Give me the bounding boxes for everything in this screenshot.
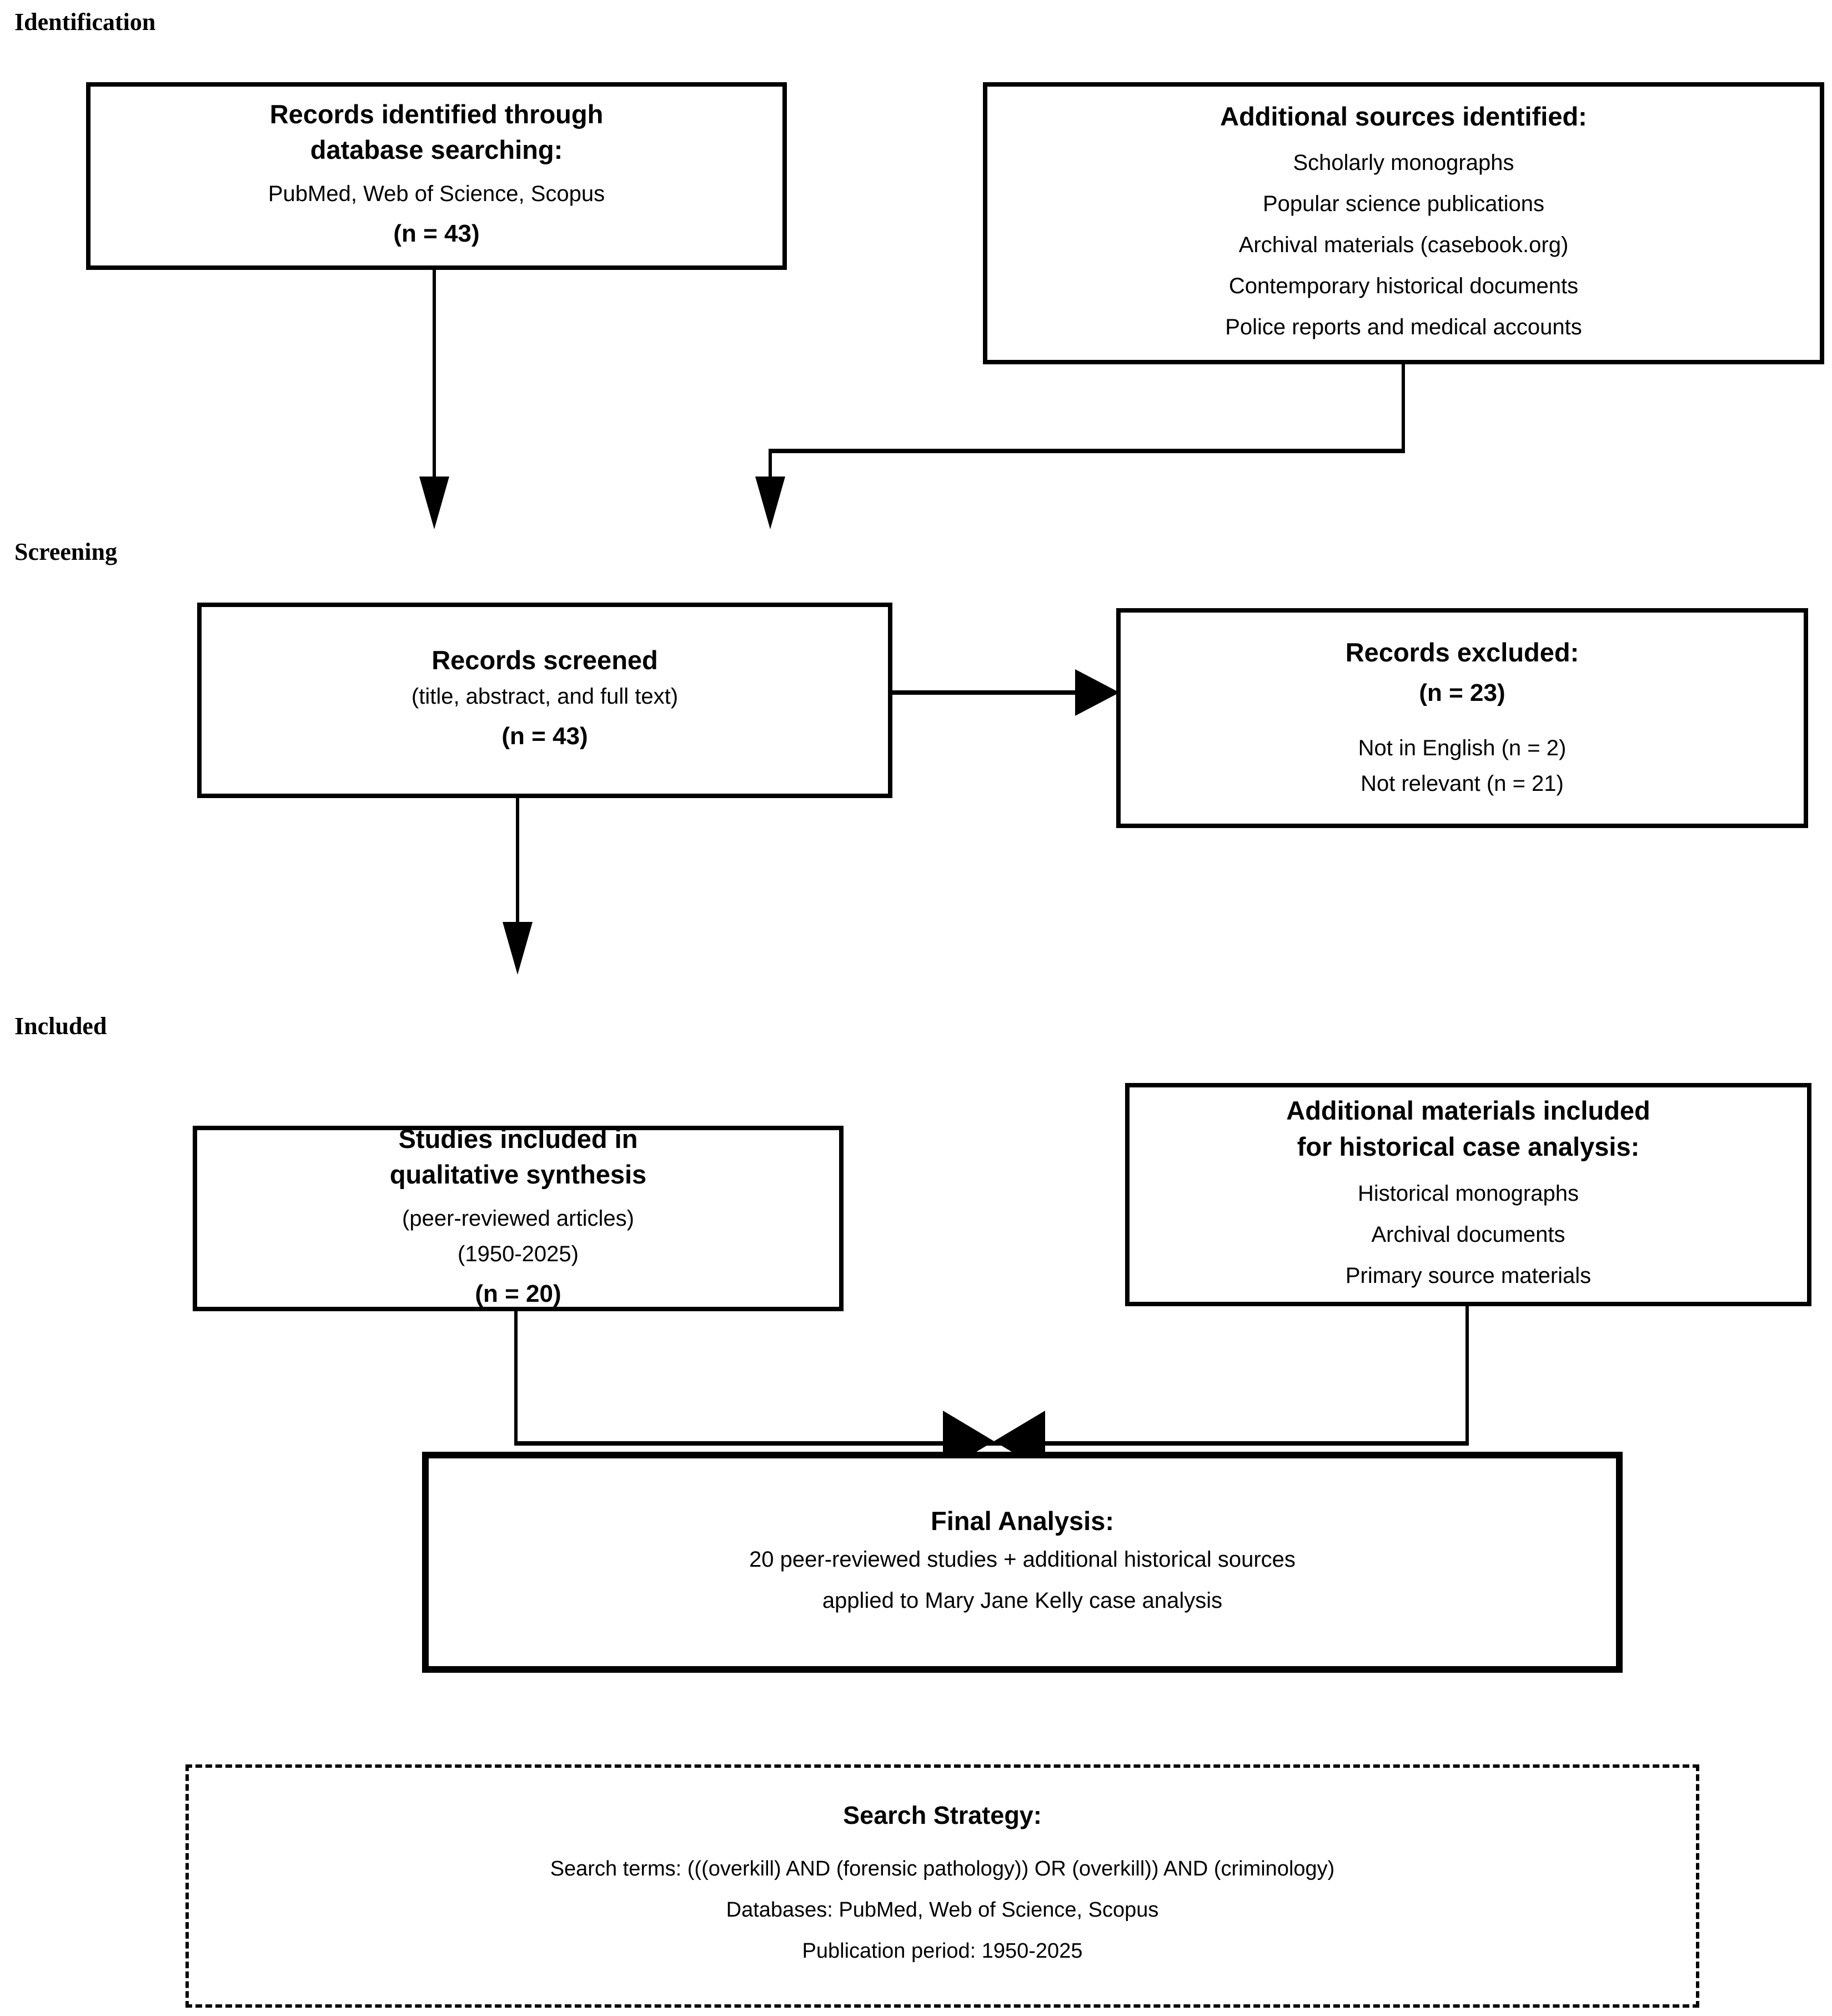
box-body-line: applied to Mary Jane Kelly case analysis [822, 1588, 1223, 1613]
box-title: database searching: [310, 135, 563, 165]
count-badge: (n = 23) [1419, 679, 1505, 706]
box-additional-materials: Additional materials included for histor… [1125, 1083, 1811, 1306]
connector-sources-descent [769, 452, 772, 481]
box-title: Records screened [431, 645, 658, 675]
box-title: for historical case analysis: [1297, 1132, 1640, 1161]
connector-identified-to-screened [433, 270, 436, 481]
box-records-excluded: Records excluded: (n = 23) Not in Englis… [1116, 608, 1808, 828]
list-item: Police reports and medical accounts [1225, 315, 1582, 340]
arrow-right-icon [1075, 669, 1120, 716]
list-item: Not in English (n = 2) [1358, 736, 1567, 761]
list-item: Archival documents [1371, 1222, 1565, 1247]
stage-label-included: Included [14, 1012, 107, 1040]
box-title: Additional sources identified: [1220, 101, 1587, 131]
connector-materials-drop [1465, 1306, 1469, 1446]
box-body-line: (title, abstract, and full text) [411, 684, 679, 709]
box-title: qualitative synthesis [389, 1160, 647, 1190]
box-body-line: Databases: PubMed, Web of Science, Scopu… [726, 1898, 1159, 1922]
connector-screened-to-included [516, 798, 519, 926]
count-badge: (n = 43) [501, 722, 588, 750]
box-body-line: (peer-reviewed articles) [402, 1206, 634, 1231]
box-title: Records identified through [269, 99, 604, 129]
arrow-down-icon [503, 922, 533, 975]
connector-screened-to-excluded [892, 690, 1078, 695]
list-item: Popular science publications [1263, 192, 1544, 217]
stage-label-screening: Screening [14, 538, 117, 565]
connector-sources-horizontal [769, 449, 1405, 453]
box-body-line: (1950-2025) [458, 1242, 579, 1267]
box-final-analysis: Final Analysis: 20 peer-reviewed studies… [422, 1452, 1623, 1673]
list-item: Scholarly monographs [1293, 151, 1514, 175]
connector-studies-drop [514, 1311, 518, 1446]
box-body-line: 20 peer-reviewed studies + additional hi… [749, 1547, 1296, 1572]
list-item: Not relevant (n = 21) [1361, 771, 1564, 796]
stage-label-identification: Identification [14, 8, 156, 36]
box-body-line: PubMed, Web of Science, Scopus [268, 182, 605, 207]
box-title: Additional materials included [1286, 1096, 1650, 1126]
box-studies-included: Studies included in qualitative synthesi… [193, 1124, 844, 1311]
box-records-identified: Records identified through database sear… [86, 82, 787, 270]
box-body-line: Publication period: 1950-2025 [802, 1939, 1083, 1963]
arrow-down-icon [419, 477, 449, 529]
list-item: Archival materials (casebook.org) [1238, 233, 1569, 258]
count-badge: (n = 43) [393, 220, 480, 248]
count-badge: (n = 20) [475, 1280, 561, 1308]
box-title: Records excluded: [1345, 637, 1579, 667]
box-title: Search Strategy: [843, 1801, 1042, 1829]
list-item: Primary source materials [1345, 1263, 1592, 1288]
box-search-strategy: Search Strategy: Search terms: (((overki… [185, 1764, 1699, 2008]
connector-sources-drop [1402, 364, 1405, 452]
list-item: Historical monographs [1358, 1181, 1579, 1206]
box-title: Final Analysis: [931, 1506, 1114, 1536]
list-item: Contemporary historical documents [1228, 274, 1579, 299]
box-records-screened: Records screened (title, abstract, and f… [197, 603, 892, 798]
box-body-line: Search terms: (((overkill) AND (forensic… [550, 1857, 1335, 1881]
arrow-down-icon [755, 477, 785, 529]
box-additional-sources: Additional sources identified: Scholarly… [983, 82, 1824, 364]
box-title: Studies included in [398, 1124, 638, 1154]
